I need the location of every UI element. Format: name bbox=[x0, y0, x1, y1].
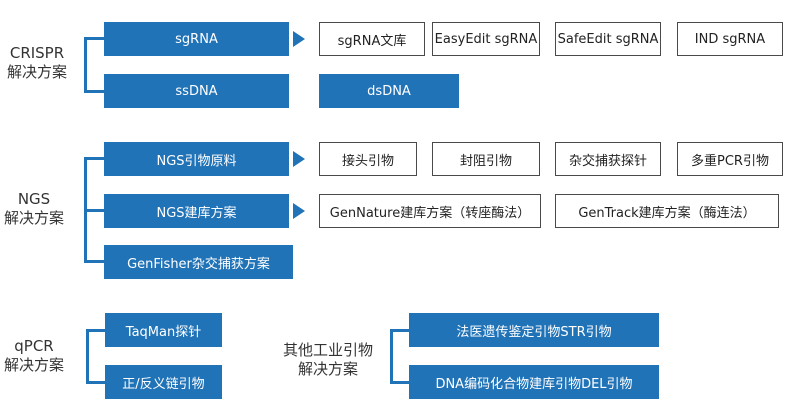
multiplex-pcr-primer-box[interactable]: 多重PCR引物 bbox=[677, 142, 783, 176]
sgrna-arrow-icon bbox=[293, 31, 305, 47]
ngs-library-arrow-icon bbox=[293, 203, 305, 219]
dsdna-node[interactable]: dsDNA bbox=[319, 74, 459, 108]
ngs-primer-material-node[interactable]: NGS引物原料 bbox=[104, 142, 289, 176]
gentrack-box[interactable]: GenTrack建库方案（酶连法） bbox=[555, 194, 779, 228]
ind-sgrna-box[interactable]: IND sgRNA bbox=[677, 22, 783, 56]
industrial-title-line2: 解决方案 bbox=[297, 360, 358, 378]
industrial-bracket-bottom bbox=[390, 381, 409, 384]
easyedit-sgrna-box[interactable]: EasyEdit sgRNA bbox=[432, 22, 540, 56]
crispr-bracket-top bbox=[84, 37, 104, 40]
safeedit-sgrna-box[interactable]: SafeEdit sgRNA bbox=[555, 22, 661, 56]
capture-probe-box[interactable]: 杂交捕获探针 bbox=[555, 142, 661, 176]
ngs-title: NGS 解决方案 bbox=[0, 190, 68, 228]
ngs-library-node[interactable]: NGS建库方案 bbox=[104, 194, 289, 228]
industrial-bracket-top bbox=[390, 329, 409, 332]
qpcr-title-line1: qPCR bbox=[14, 337, 54, 355]
qpcr-bracket-vertical bbox=[86, 329, 89, 384]
adapter-primer-box[interactable]: 接头引物 bbox=[319, 142, 417, 176]
ngs-bracket-bottom bbox=[84, 260, 104, 263]
str-primer-node[interactable]: 法医遗传鉴定引物STR引物 bbox=[409, 313, 659, 347]
sgrna-node[interactable]: sgRNA bbox=[104, 22, 289, 56]
crispr-title-line1: CRISPR bbox=[9, 44, 65, 62]
genfisher-node[interactable]: GenFisher杂交捕获方案 bbox=[104, 245, 293, 279]
ssdna-node[interactable]: ssDNA bbox=[104, 74, 289, 108]
industrial-title: 其他工业引物 解决方案 bbox=[268, 341, 388, 379]
sgrna-library-box[interactable]: sgRNA文库 bbox=[319, 22, 425, 56]
crispr-title: CRISPR 解决方案 bbox=[0, 44, 74, 82]
qpcr-bracket-top bbox=[86, 329, 105, 332]
ngs-title-line1: NGS bbox=[17, 190, 51, 208]
taqman-node[interactable]: TaqMan探针 bbox=[105, 313, 222, 347]
industrial-title-line1: 其他工业引物 bbox=[282, 341, 373, 359]
qpcr-title-line2: 解决方案 bbox=[3, 356, 64, 374]
crispr-title-line2: 解决方案 bbox=[6, 63, 67, 81]
blocking-primer-box[interactable]: 封阻引物 bbox=[432, 142, 540, 176]
ngs-title-line2: 解决方案 bbox=[3, 209, 64, 227]
gennature-box[interactable]: GenNature建库方案（转座酶法） bbox=[319, 194, 541, 228]
crispr-bracket-vertical bbox=[84, 37, 87, 93]
ngs-bracket-middle bbox=[84, 209, 104, 212]
del-primer-node[interactable]: DNA编码化合物建库引物DEL引物 bbox=[409, 365, 659, 399]
crispr-bracket-bottom bbox=[84, 90, 104, 93]
qpcr-bracket-bottom bbox=[86, 381, 105, 384]
ngs-bracket-top bbox=[84, 157, 104, 160]
industrial-bracket-vertical bbox=[390, 329, 393, 384]
ngs-primer-arrow-icon bbox=[293, 151, 305, 167]
sense-antisense-primer-node[interactable]: 正/反义链引物 bbox=[105, 365, 222, 399]
qpcr-title: qPCR 解决方案 bbox=[0, 337, 68, 375]
